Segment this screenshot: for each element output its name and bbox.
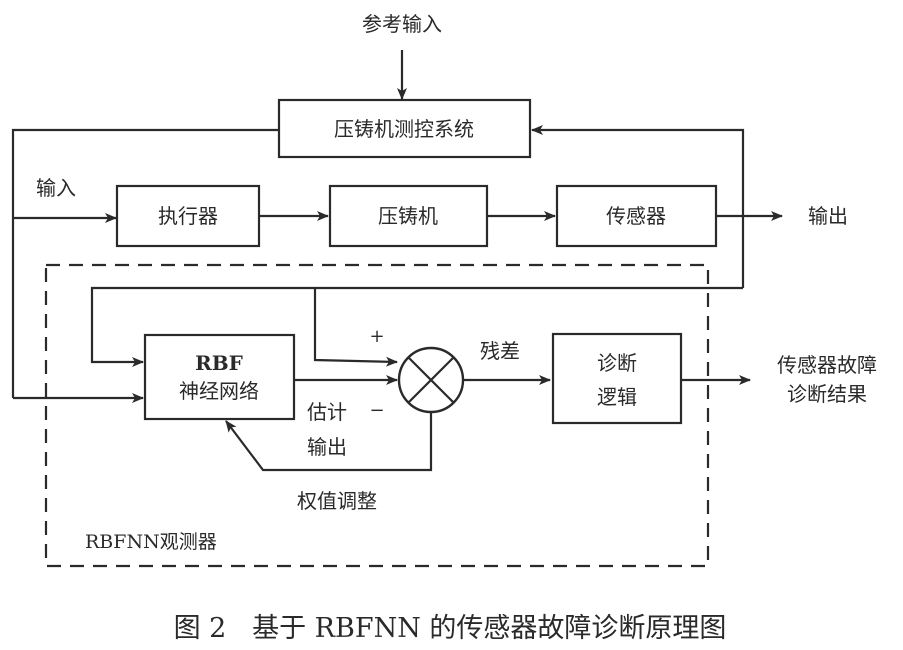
estimate-label-line1: 估计 [307,400,347,424]
die-casting-machine-box [328,184,489,248]
weight-adjust-label: 权值调整 [297,489,377,513]
reference-input-label: 参考输入 [362,12,442,36]
control-to-input-wire [11,128,279,398]
sensor-output-to-summer-arrow [313,288,398,367]
sensor-label: 传感器 [606,204,666,228]
sensor-box [555,184,718,248]
diagnosis-result-line2: 诊断结果 [787,382,867,406]
rbf-title: RBF [195,351,243,375]
diagnosis-logic-box [551,332,683,425]
actuator-label: 执行器 [158,204,218,228]
control-system-label: 压铸机测控系统 [334,117,474,141]
rbfnn-observer-label: RBFNN观测器 [85,531,217,553]
figure-caption: 图 2 基于 RBFNN 的传感器故障诊断原理图 [174,613,727,644]
rbf-subtitle: 神经网络 [179,379,259,403]
diagnosis-logic-line1: 诊断 [597,351,637,375]
diagnosis-logic-line2: 逻辑 [597,385,637,409]
rbf-network-box [143,333,296,421]
feedback-to-control-arrow [531,125,745,288]
weight-adjust-feedback-arrow [225,412,433,472]
minus-sign: − [369,400,384,421]
summing-junction [397,346,465,414]
residual-label: 残差 [480,339,520,363]
control-system-box [277,98,532,159]
diagnosis-result-line1: 传感器故障 [777,353,877,377]
sensor-output-to-observer-wire [90,286,743,367]
output-label: 输出 [808,204,848,228]
estimate-label-line2: 输出 [307,435,347,459]
rbfnn-observer-boundary [44,263,710,568]
die-casting-machine-label: 压铸机 [378,204,438,228]
input-label: 输入 [36,176,76,200]
plus-sign: + [369,326,384,347]
actuator-box [115,184,261,248]
